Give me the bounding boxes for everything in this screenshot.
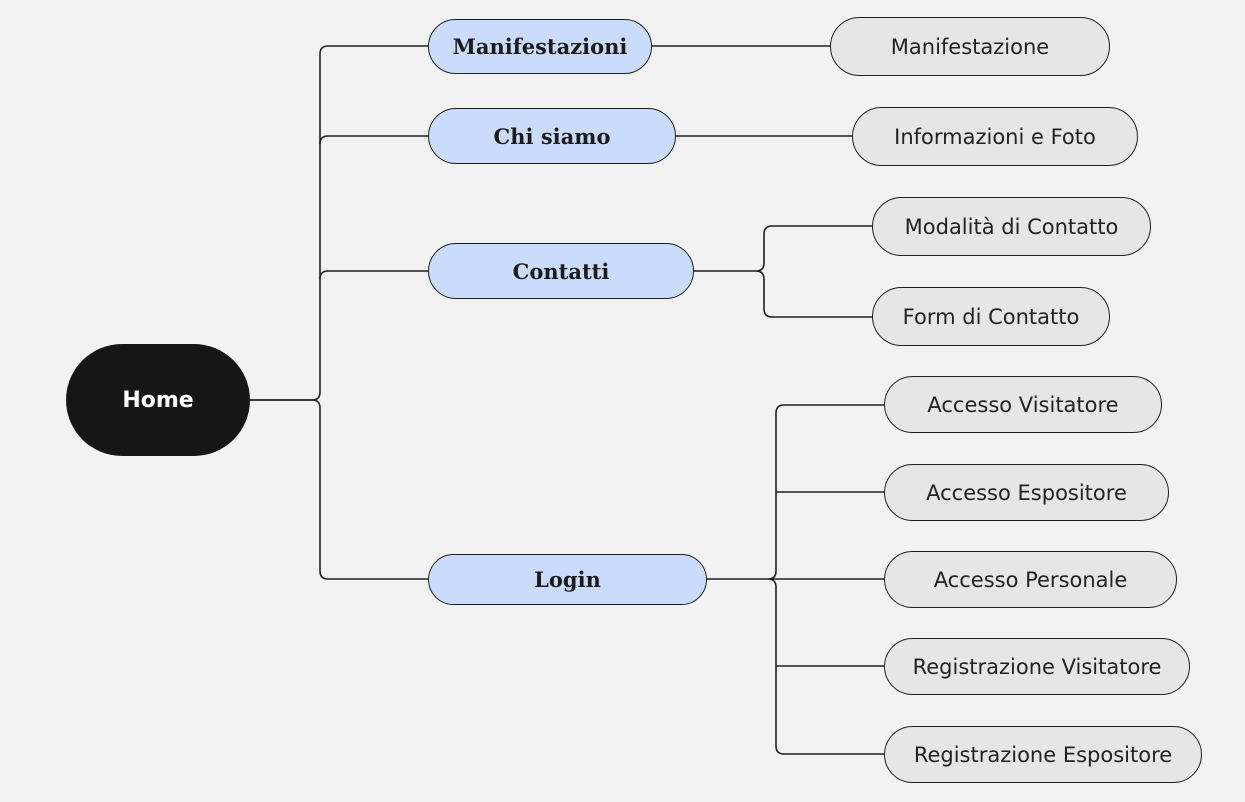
connector-home-chi-siamo bbox=[319, 135, 428, 145]
node-form-di-contatto: Form di Contatto bbox=[872, 287, 1110, 346]
connector-login-leaves bbox=[707, 404, 884, 755]
node-registrazione-visitatore: Registrazione Visitatore bbox=[884, 638, 1190, 695]
node-informazioni-e-foto: Informazioni e Foto bbox=[852, 107, 1138, 166]
connector-home-login bbox=[250, 399, 428, 580]
node-modalita-di-contatto: Modalità di Contatto bbox=[872, 197, 1151, 256]
connector-contatti-leaves bbox=[694, 225, 872, 318]
node-manifestazioni: Manifestazioni bbox=[428, 19, 652, 74]
connector-home-manifestazioni bbox=[250, 45, 428, 401]
node-manifestazione: Manifestazione bbox=[830, 17, 1110, 76]
node-contatti: Contatti bbox=[428, 243, 694, 299]
node-accesso-visitatore: Accesso Visitatore bbox=[884, 376, 1162, 433]
connector-home-contatti bbox=[319, 270, 428, 280]
node-chi-siamo: Chi siamo bbox=[428, 108, 676, 164]
node-registrazione-espositore: Registrazione Espositore bbox=[884, 726, 1202, 783]
node-accesso-espositore: Accesso Espositore bbox=[884, 464, 1169, 521]
node-home: Home bbox=[66, 344, 250, 456]
node-accesso-personale: Accesso Personale bbox=[884, 551, 1177, 608]
node-login: Login bbox=[428, 554, 707, 605]
